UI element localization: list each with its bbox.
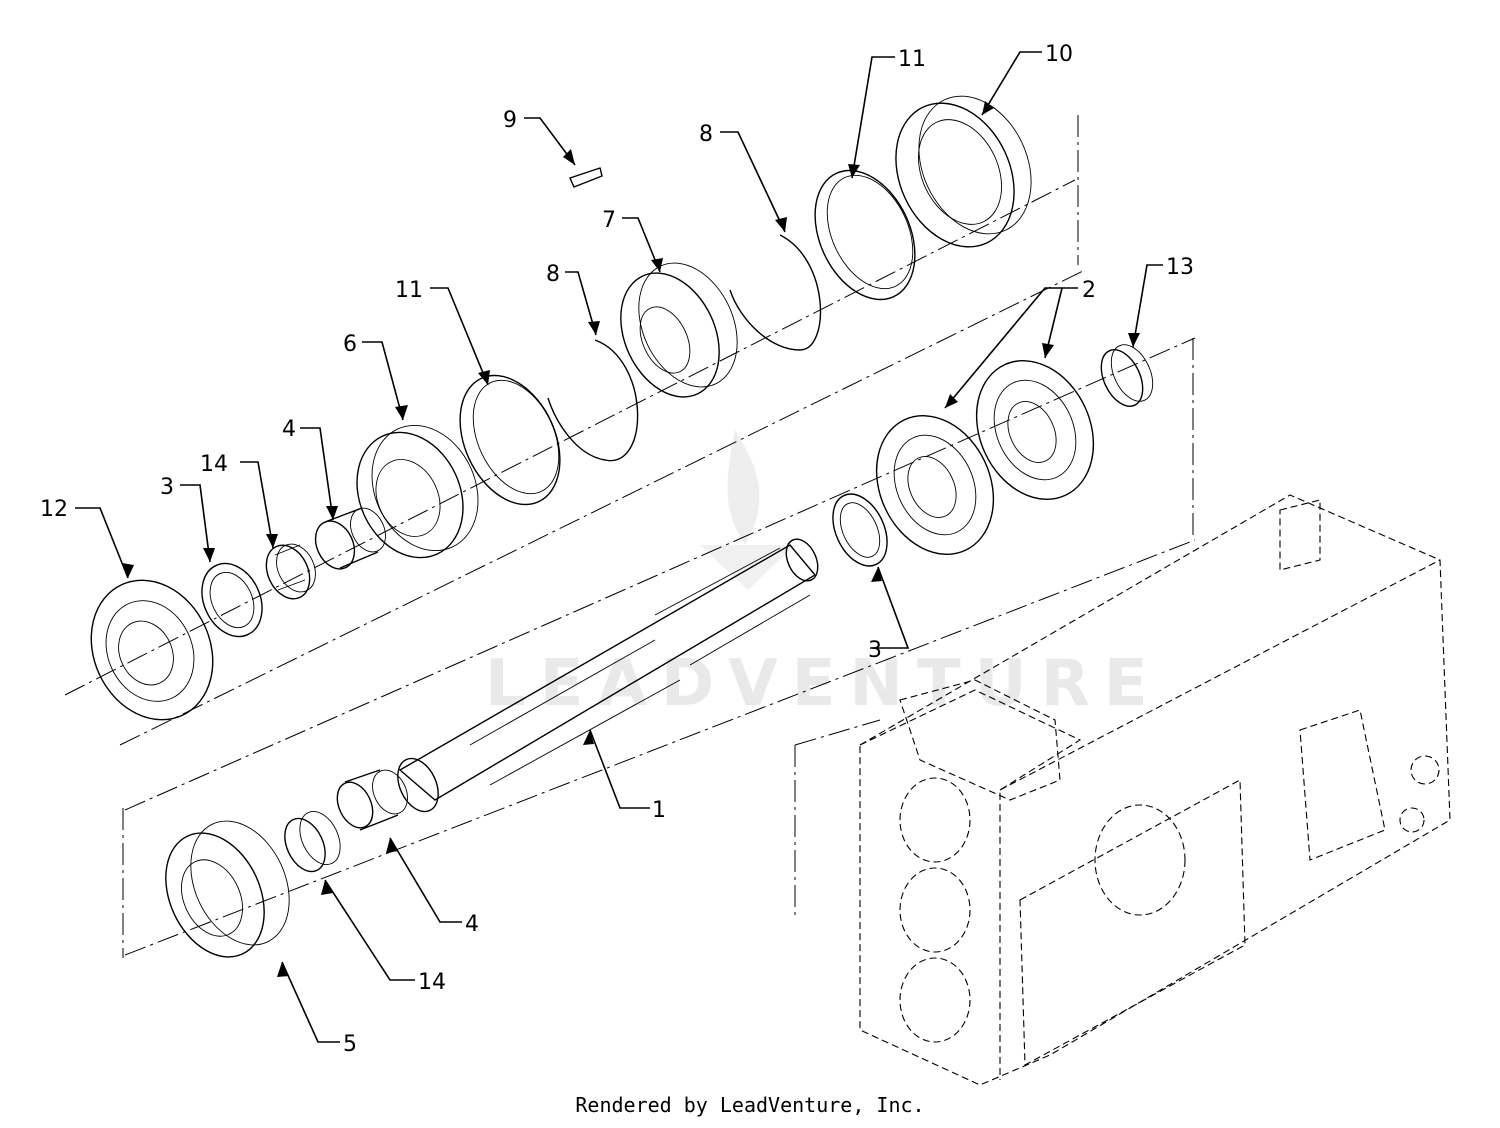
needle-cage-part-14-upper (265, 543, 316, 600)
synchronizer-ring-part-11-upper (814, 169, 916, 301)
spring-ring-part-8-upper (729, 234, 822, 351)
spring-ring-part-8-lower (547, 339, 639, 462)
mainshaft-part-1 (397, 538, 819, 813)
center-lines (64, 115, 1196, 958)
key-part-9 (569, 167, 603, 188)
needle-cage-part-14-lower (284, 811, 341, 873)
callout-6: 6 (343, 332, 357, 357)
callout-4-upper: 4 (282, 417, 296, 442)
callout-12: 12 (40, 497, 68, 522)
callout-4-lower: 4 (465, 912, 479, 937)
callout-9: 9 (503, 108, 517, 133)
callout-14-upper: 14 (200, 452, 228, 477)
watermark-logo (700, 430, 795, 590)
callout-8-upper: 8 (699, 122, 713, 147)
callout-5: 5 (343, 1032, 357, 1057)
gear-part-5 (165, 820, 290, 958)
watermark-text: LEADVENTURE (485, 647, 1162, 721)
callout-13: 13 (1166, 255, 1194, 280)
callout-labels: 12 3 14 4 6 11 8 7 9 8 11 10 2 13 3 1 4 … (40, 42, 1194, 1057)
gear-part-6 (356, 424, 479, 559)
callout-1: 1 (652, 798, 666, 823)
callout-2: 2 (1082, 278, 1096, 303)
transmission-housing-phantom (859, 494, 1451, 1086)
callout-3-left: 3 (160, 475, 174, 500)
bushing-part-4-lower (336, 769, 408, 831)
callout-11-upper: 11 (898, 47, 926, 72)
callout-11-lower: 11 (395, 278, 423, 303)
callout-3-right: 3 (868, 638, 882, 663)
bearing-part-12 (90, 579, 214, 721)
callout-8-lower: 8 (546, 262, 560, 287)
leader-arrowheads (122, 101, 1140, 977)
leader-lines (75, 51, 1163, 1043)
callout-10: 10 (1045, 42, 1073, 67)
synchronizer-ring-part-11-lower (459, 374, 561, 506)
callout-7: 7 (602, 208, 616, 233)
cap-part-13 (1100, 344, 1154, 407)
footer-credit: Rendered by LeadVenture, Inc. (575, 1093, 925, 1117)
bearing-part-2-front (875, 415, 995, 555)
callout-14-lower: 14 (418, 970, 446, 995)
hub-part-7 (620, 262, 738, 398)
sleeve-part-10 (895, 95, 1032, 248)
bushing-part-4-upper (314, 507, 386, 570)
washer-part-3-left (201, 562, 263, 638)
bearing-part-2-rear (975, 360, 1095, 500)
washer-part-3-right (832, 493, 888, 567)
